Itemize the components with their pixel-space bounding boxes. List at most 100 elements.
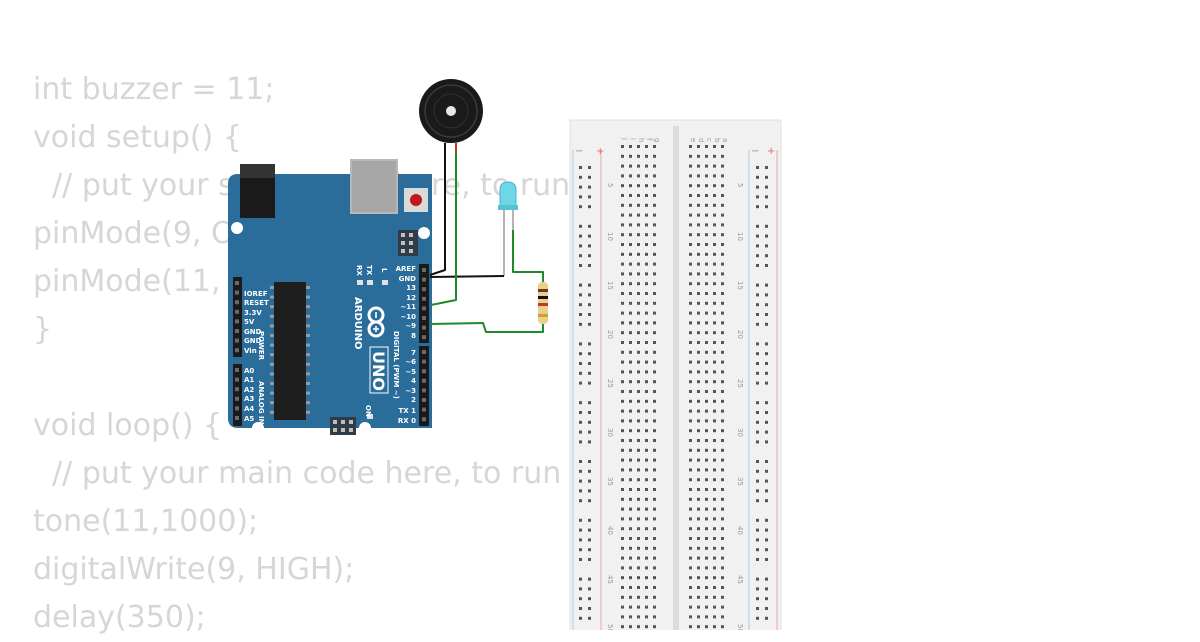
svg-text:A0: A0	[244, 367, 254, 375]
wire-black-led-gnd	[429, 275, 505, 278]
svg-text:d: d	[697, 138, 705, 142]
svg-text:~9: ~9	[405, 322, 416, 330]
svg-text:15: 15	[606, 281, 614, 290]
digital-pin-labels: AREF GND 13 12 ~11 ~10 ~9 8 7 ~6 ~5 4 ~3…	[396, 265, 417, 425]
rail-minus-label: −	[575, 146, 583, 157]
svg-text:A3: A3	[244, 395, 254, 403]
code-line: delay(350);	[33, 600, 206, 635]
svg-text:A2: A2	[244, 386, 254, 394]
svg-text:4: 4	[411, 377, 416, 385]
arduino-uno-board[interactable]: RX TX L ON ARDUINO UNO DIGITAL (PWM ~) P…	[228, 159, 432, 435]
power-pin-labels: IOREF RESET 3.3V 5V GND GND Vin	[244, 290, 269, 355]
wires[interactable]	[429, 152, 544, 333]
analog-header[interactable]	[233, 364, 242, 426]
svg-text:~11: ~11	[400, 303, 416, 311]
svg-text:10: 10	[736, 232, 744, 241]
svg-text:50: 50	[606, 624, 614, 630]
svg-text:j: j	[621, 137, 629, 140]
code-line: }	[33, 312, 53, 347]
svg-text:IOREF: IOREF	[244, 290, 268, 298]
wire-black-buzzer-gnd	[429, 176, 446, 276]
on-led-label: ON	[364, 405, 372, 417]
svg-text:40: 40	[736, 526, 744, 535]
model-label: UNO	[369, 351, 388, 391]
svg-text:35: 35	[606, 477, 614, 486]
analog-header-label: ANALOG IN	[257, 381, 265, 425]
code-line: int buzzer = 11;	[33, 72, 275, 107]
breadboard-holes[interactable]	[579, 145, 768, 629]
svg-text:c: c	[705, 138, 713, 142]
wire-green-resistor-9	[429, 322, 544, 333]
rail-minus-label-right: −	[751, 146, 759, 157]
svg-text:50: 50	[736, 624, 744, 630]
svg-text:30: 30	[736, 428, 744, 437]
svg-text:g: g	[653, 138, 661, 142]
code-line: tone(11,1000);	[33, 504, 259, 539]
svg-text:45: 45	[606, 575, 614, 584]
digital-header-bottom[interactable]	[419, 346, 429, 426]
led-component[interactable]	[498, 181, 518, 276]
svg-text:GND: GND	[399, 275, 417, 283]
svg-text:b: b	[713, 138, 721, 143]
svg-text:RESET: RESET	[244, 299, 269, 307]
svg-text:45: 45	[736, 575, 744, 584]
svg-text:A4: A4	[244, 405, 254, 413]
svg-text:e: e	[689, 138, 697, 142]
svg-text:3.3V: 3.3V	[244, 309, 262, 317]
svg-text:AREF: AREF	[396, 265, 417, 273]
svg-text:i: i	[629, 138, 637, 140]
tx-led-label: TX	[365, 265, 373, 276]
svg-text:f: f	[645, 138, 653, 141]
svg-text:2: 2	[411, 396, 416, 404]
breadboard[interactable]: − + − + f g h i j e d c b a 5 10 15 20 2…	[569, 119, 782, 630]
wire-green-buzzer-11	[430, 152, 457, 306]
code-line: digitalWrite(9, HIGH);	[33, 552, 355, 587]
svg-text:13: 13	[406, 284, 416, 292]
svg-text:35: 35	[736, 477, 744, 486]
breadboard-column-labels: f g h i j e d c b a	[621, 137, 729, 143]
svg-text:25: 25	[606, 379, 614, 388]
code-line: void loop() {	[33, 408, 223, 443]
breadboard-row-labels-right: 5 10 15 20 25 30 35 40 45 50	[736, 183, 744, 630]
power-header[interactable]	[233, 277, 242, 357]
rail-plus-label: +	[596, 146, 604, 157]
breadboard-row-labels-left: 5 10 15 20 25 30 35 40 45 50	[606, 183, 614, 630]
rail-plus-label-right: +	[767, 146, 775, 157]
svg-text:20: 20	[606, 330, 614, 339]
svg-text:RX 0: RX 0	[398, 417, 416, 425]
svg-text:10: 10	[606, 232, 614, 241]
code-line: void setup() {	[33, 120, 242, 155]
svg-text:h: h	[637, 138, 645, 142]
svg-text:15: 15	[736, 281, 744, 290]
brand-label: ARDUINO	[352, 297, 363, 349]
svg-text:30: 30	[606, 428, 614, 437]
wire-green-led-resistor	[512, 230, 544, 282]
svg-text:A5: A5	[244, 415, 254, 423]
digital-header-top[interactable]	[419, 264, 429, 343]
svg-text:~10: ~10	[400, 313, 416, 321]
svg-text:20: 20	[736, 330, 744, 339]
resistor-component[interactable]	[538, 274, 548, 332]
svg-text:A1: A1	[244, 376, 254, 384]
svg-text:~6: ~6	[405, 358, 416, 366]
analog-pin-labels: A0 A1 A2 A3 A4 A5	[244, 367, 254, 423]
svg-text:~5: ~5	[405, 368, 416, 376]
atmega-chip	[274, 282, 306, 420]
piezo-buzzer[interactable]	[419, 79, 483, 176]
svg-text:12: 12	[406, 294, 416, 302]
svg-text:Vin: Vin	[244, 347, 257, 355]
svg-text:GND: GND	[244, 337, 262, 345]
svg-text:GND: GND	[244, 328, 262, 336]
svg-text:8: 8	[411, 332, 416, 340]
digital-header-label: DIGITAL (PWM ~)	[392, 331, 400, 399]
svg-text:7: 7	[411, 349, 416, 357]
power-header-label: POWER	[257, 331, 265, 361]
svg-text:a: a	[721, 138, 729, 142]
rx-led-label: RX	[355, 265, 363, 276]
svg-text:5: 5	[606, 183, 614, 187]
svg-text:5V: 5V	[244, 318, 255, 326]
arduino-logo-icon	[367, 306, 385, 338]
l-led-label: L	[380, 268, 388, 273]
svg-text:TX 1: TX 1	[399, 407, 417, 415]
